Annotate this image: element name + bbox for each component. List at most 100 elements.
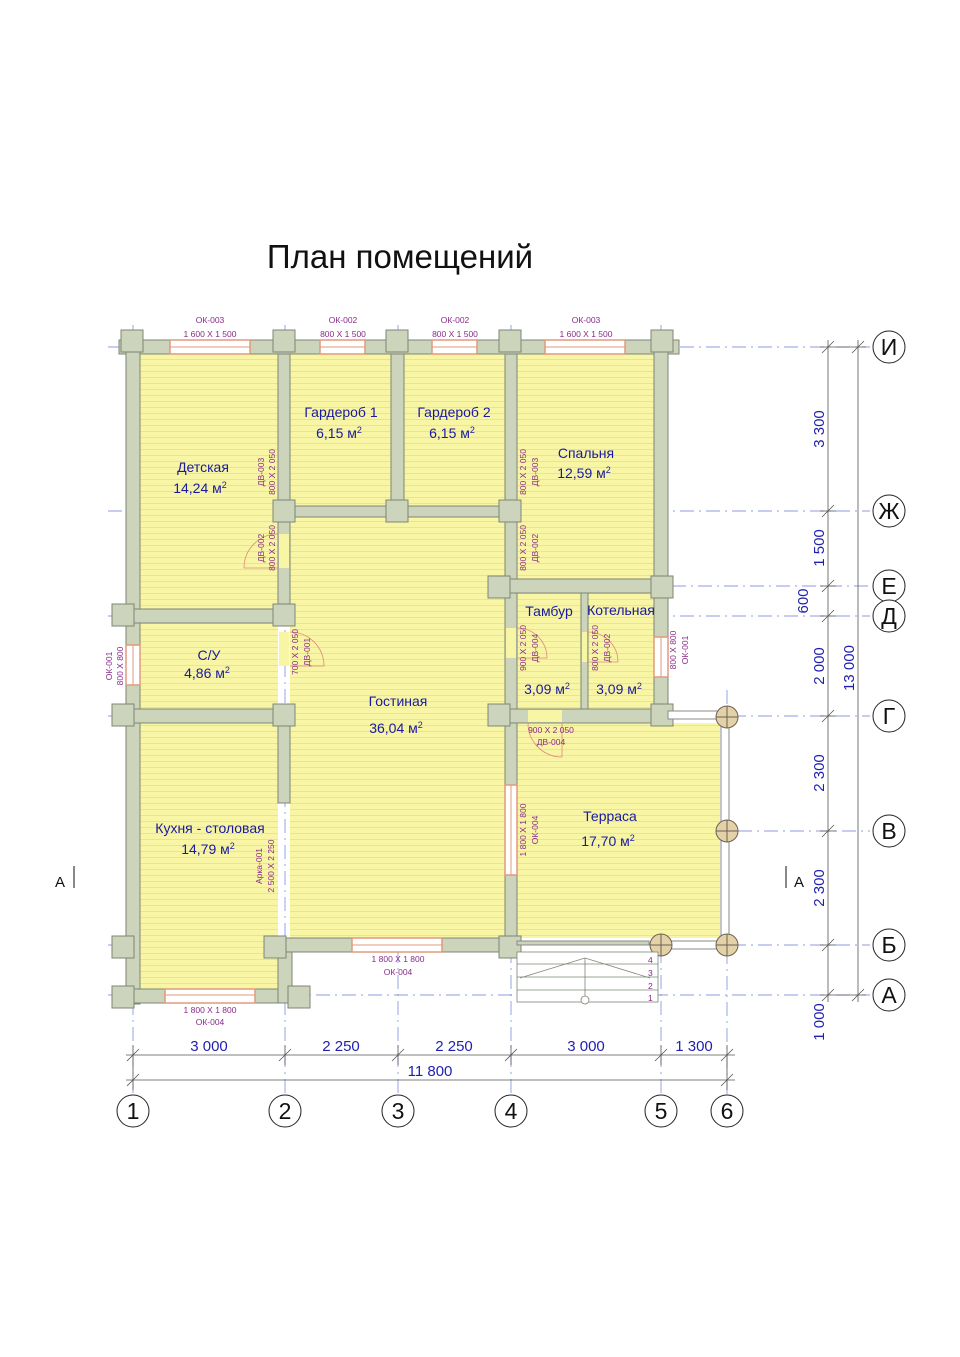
dim-right-1: 3 300 bbox=[811, 410, 828, 448]
post-crosses bbox=[650, 706, 738, 956]
dim-right-total: 13 000 bbox=[841, 645, 858, 691]
section-label-left: А bbox=[55, 874, 65, 891]
axis-x-6: 6 bbox=[721, 1098, 734, 1124]
room-name-garderob1: Гардероб 1 bbox=[304, 404, 377, 420]
room-labels: Детская 14,24 м2 Гардероб 1 6,15 м2 Гард… bbox=[155, 404, 655, 857]
axis-y-zh: Ж bbox=[878, 498, 899, 524]
dim-bottom-3: 2 250 bbox=[435, 1038, 473, 1055]
size-dv002-kotel: 800 X 2 050 bbox=[590, 625, 600, 671]
axis-bubbles bbox=[116, 330, 906, 1128]
size-arka: 2 500 X 2 250 bbox=[266, 839, 276, 892]
axis-y-b: Б bbox=[881, 932, 896, 958]
room-name-tambur: Тамбур bbox=[525, 603, 573, 619]
dim-right-5: 2 300 bbox=[811, 754, 828, 792]
room-area-garderob2: 6,15 м2 bbox=[429, 425, 475, 441]
room-area-detskaya: 14,24 м2 bbox=[173, 480, 227, 496]
mark-dv001: ДВ-001 bbox=[302, 638, 312, 667]
dim-bottom-1: 3 000 bbox=[190, 1038, 228, 1055]
door-openings bbox=[279, 534, 587, 722]
section-markers bbox=[73, 866, 787, 888]
dimension-lines bbox=[126, 340, 866, 1090]
size-ok001-left: 800 X 800 bbox=[115, 646, 125, 685]
axis-y-a: А bbox=[881, 982, 897, 1008]
room-area-terrasa: 17,70 м2 bbox=[581, 833, 635, 849]
mark-ok003-right: ОК-003 bbox=[572, 315, 601, 325]
room-area-garderob1: 6,15 м2 bbox=[316, 425, 362, 441]
dim-right-4: 2 000 bbox=[811, 647, 828, 685]
mark-ok001-left: ОК-001 bbox=[104, 651, 114, 680]
size-ok002-right: 800 X 1 500 bbox=[432, 329, 478, 339]
dim-right-3: 600 bbox=[795, 588, 812, 613]
size-dv002-right: 800 X 2 050 bbox=[518, 525, 528, 571]
mark-ok003-left: ОК-003 bbox=[196, 315, 225, 325]
axis-x-4: 4 bbox=[505, 1098, 518, 1124]
stair-step: 2 bbox=[648, 981, 653, 991]
mark-ok004-bottom-mid: ОК-004 bbox=[384, 967, 413, 977]
mark-ok004-side: ОК-004 bbox=[530, 815, 540, 844]
mark-dv002-right: ДВ-002 bbox=[530, 534, 540, 563]
room-name-detskaya: Детская bbox=[177, 459, 229, 475]
section-label-right: А bbox=[794, 874, 804, 891]
dim-bottom-4: 3 000 bbox=[567, 1038, 605, 1055]
mark-dv003-left: ДВ-003 bbox=[256, 458, 266, 487]
size-dv003-right: 800 X 2 050 bbox=[518, 449, 528, 495]
room-name-garderob2: Гардероб 2 bbox=[417, 404, 490, 420]
page-title: План помещений bbox=[266, 238, 534, 275]
dim-right-6: 2 300 bbox=[811, 869, 828, 907]
axis-x-3: 3 bbox=[392, 1098, 405, 1124]
dim-bottom-total: 11 800 bbox=[408, 1063, 453, 1080]
right-dimensions: 3 300 1 500 600 2 000 2 300 2 300 1 000 … bbox=[795, 410, 858, 1041]
size-dv002-left: 800 X 2 050 bbox=[267, 525, 277, 571]
axis-labels: 1 2 3 4 5 6 И Ж Е Д Г В Б А bbox=[127, 334, 900, 1124]
room-name-su: С/У bbox=[198, 647, 221, 663]
dim-right-2: 1 500 bbox=[811, 529, 828, 567]
size-dv001: 700 X 2 050 bbox=[290, 629, 300, 675]
size-ok004-bottom-left: 1 800 X 1 800 bbox=[184, 1005, 237, 1015]
room-name-kuhnya: Кухня - столовая bbox=[155, 820, 264, 836]
size-dv004-terrace: 900 X 2 050 bbox=[528, 725, 574, 735]
mark-dv002-kotel: ДВ-002 bbox=[602, 634, 612, 663]
dim-bottom-2: 2 250 bbox=[322, 1038, 360, 1055]
axis-x-5: 5 bbox=[655, 1098, 668, 1124]
stair-step: 3 bbox=[648, 968, 653, 978]
door-swings bbox=[243, 533, 619, 758]
room-name-terrasa: Терраса bbox=[583, 808, 637, 824]
axis-y-e: Е bbox=[881, 573, 896, 599]
mark-ok004-bottom-left: ОК-004 bbox=[196, 1017, 225, 1027]
stair-step: 4 bbox=[648, 955, 653, 965]
axis-y-d: Д bbox=[881, 603, 897, 629]
size-ok001-right: 800 X 800 bbox=[668, 630, 678, 669]
dim-right-7: 1 000 bbox=[811, 1003, 828, 1041]
room-name-spalnya: Спальня bbox=[558, 445, 614, 461]
size-ok004-bottom-mid: 1 800 X 1 800 bbox=[372, 954, 425, 964]
mark-dv004-tambur: ДВ-004 bbox=[530, 634, 540, 663]
size-ok004-side: 1 800 X 1 800 bbox=[518, 803, 528, 856]
stairs bbox=[516, 951, 659, 1005]
room-name-gostinaya: Гостиная bbox=[369, 693, 428, 709]
room-area-spalnya: 12,59 м2 bbox=[557, 465, 611, 481]
mark-ok002-right: ОК-002 bbox=[441, 315, 470, 325]
room-floors bbox=[140, 354, 720, 989]
windows bbox=[125, 339, 669, 1004]
mark-ok001-right: ОК-001 bbox=[680, 635, 690, 664]
size-ok003-right: 1 600 X 1 500 bbox=[560, 329, 613, 339]
stair-step-numbers: 4 3 2 1 bbox=[648, 955, 653, 1003]
size-dv003-left: 800 X 2 050 bbox=[267, 449, 277, 495]
mark-dv003-right: ДВ-003 bbox=[530, 458, 540, 487]
axis-y-v: В bbox=[881, 818, 896, 844]
opening-marks: ОК-003 1 600 X 1 500 ОК-002 800 X 1 500 … bbox=[104, 315, 690, 1027]
bottom-dimensions: 3 000 2 250 2 250 3 000 1 300 11 800 bbox=[190, 1038, 713, 1080]
mark-ok002-left: ОК-002 bbox=[329, 315, 358, 325]
mark-arka: Арка-001 bbox=[254, 848, 264, 884]
room-area-kotelnaya: 3,09 м2 bbox=[596, 681, 642, 697]
size-dv004-tambur: 900 X 2 050 bbox=[518, 625, 528, 671]
room-area-tambur: 3,09 м2 bbox=[524, 681, 570, 697]
axis-x-2: 2 bbox=[279, 1098, 292, 1124]
axis-x-1: 1 bbox=[127, 1098, 140, 1124]
mark-dv002-left: ДВ-002 bbox=[256, 534, 266, 563]
axis-y-i: И bbox=[881, 334, 898, 360]
room-area-kuhnya: 14,79 м2 bbox=[181, 841, 235, 857]
mark-dv004-terrace: ДВ-004 bbox=[537, 737, 566, 747]
size-ok003-left: 1 600 X 1 500 bbox=[184, 329, 237, 339]
